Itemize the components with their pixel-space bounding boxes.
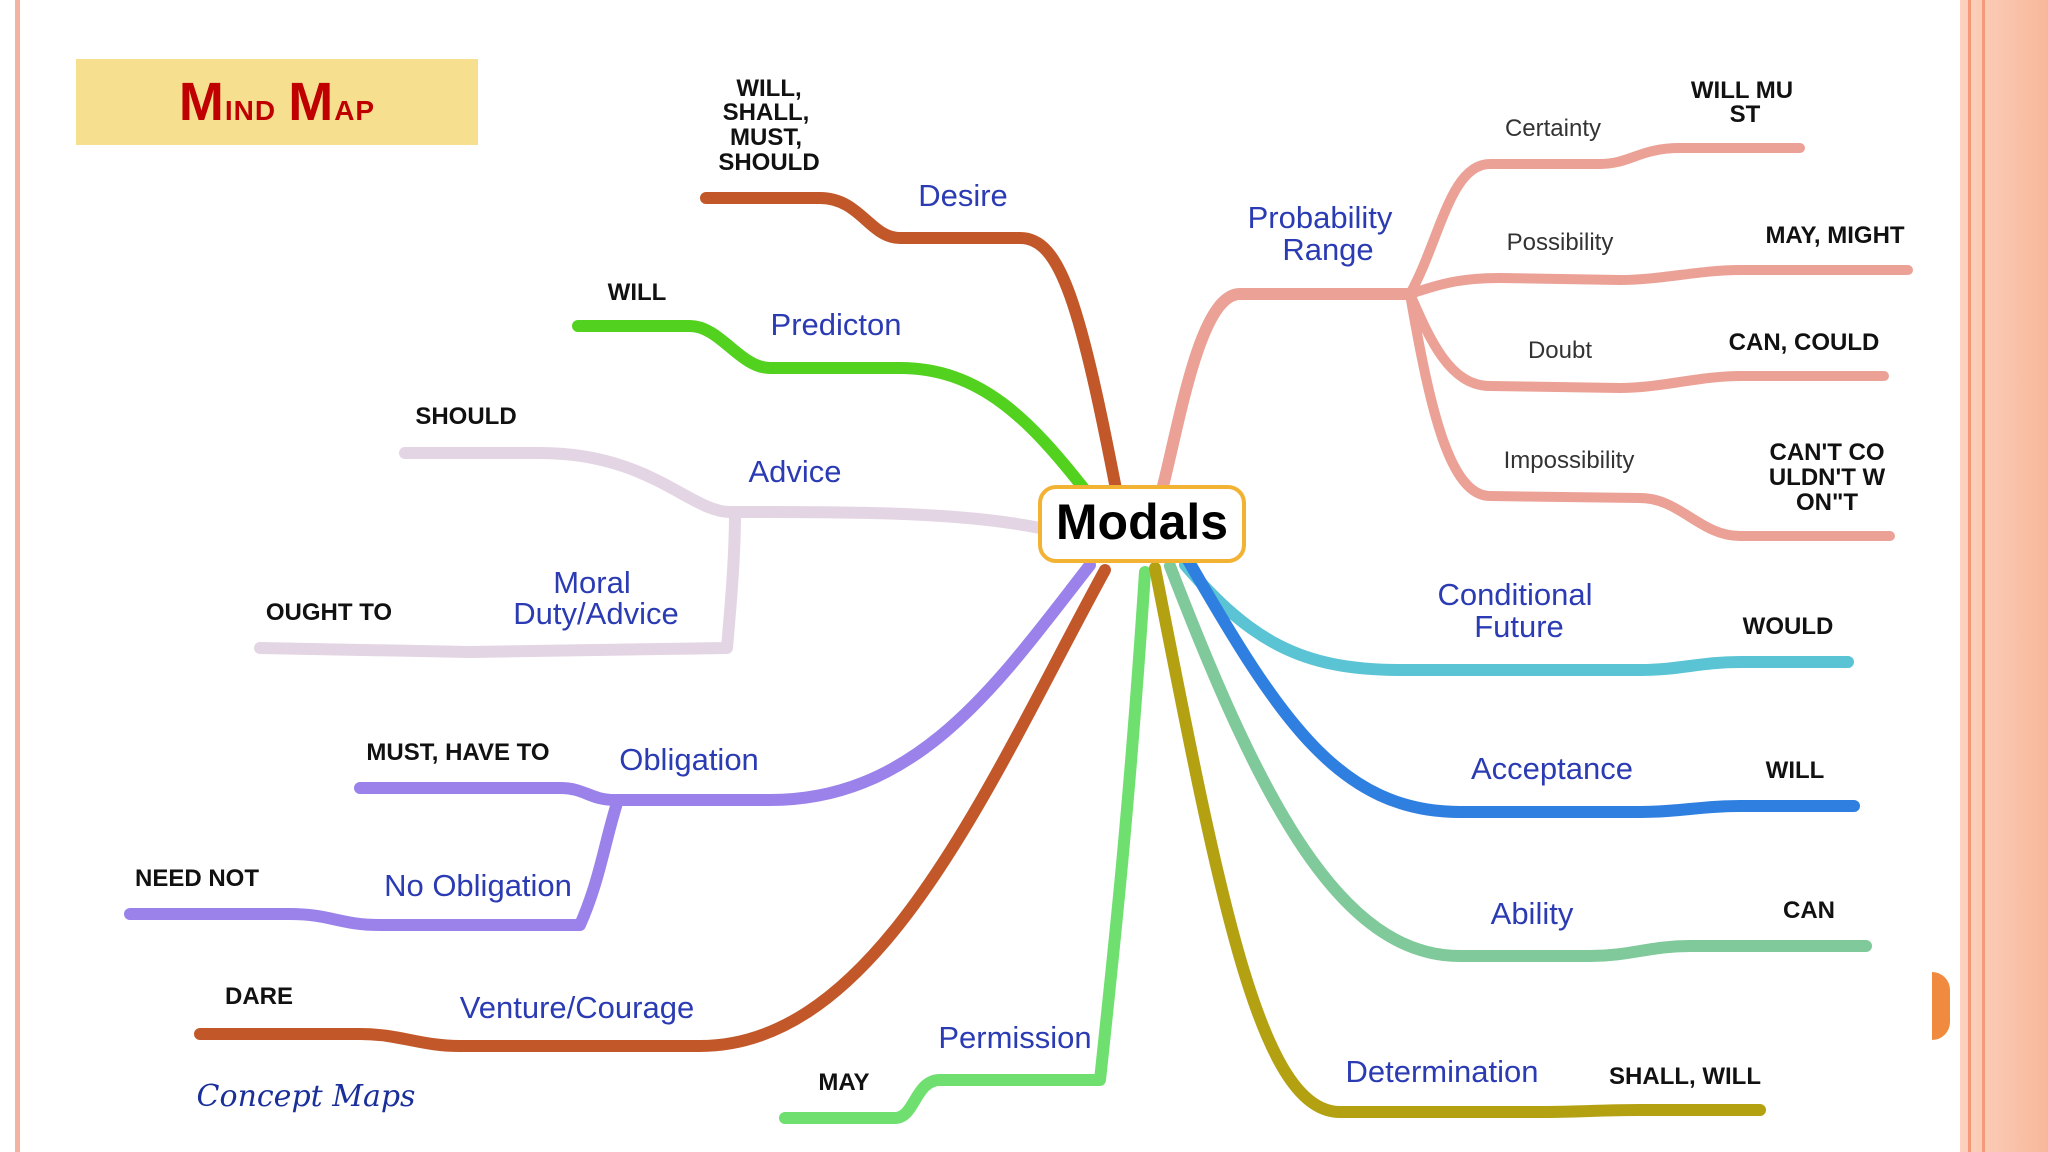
modal-moral: OUGHT TO <box>266 599 392 626</box>
modal-impossibility-line3: ON"T <box>1796 489 1858 516</box>
modal-venture: DARE <box>225 983 293 1010</box>
label-permission: Permission <box>938 1020 1091 1055</box>
branch-conditional <box>1179 559 1854 676</box>
label-venture: Venture/Courage <box>460 990 694 1025</box>
branch-ability <box>1164 560 1872 962</box>
label-determination: Determination <box>1346 1054 1539 1089</box>
label-prediction: Predicton <box>771 307 902 342</box>
modal-conditional: WOULD <box>1743 613 1834 640</box>
modal-prediction: WILL <box>608 279 667 306</box>
modal-ability: CAN <box>1783 897 1835 924</box>
modal-impossibility-line2: ULDN'T W <box>1769 464 1886 491</box>
modal-impossibility-line1: CAN'T CO <box>1769 439 1884 466</box>
branch-acceptance <box>1182 554 1860 818</box>
branch-prediction <box>572 320 1091 496</box>
modal-desire-line4: SHOULD <box>718 149 819 176</box>
branch-probability <box>1156 288 1416 496</box>
modal-possibility: MAY, MIGHT <box>1765 222 1904 249</box>
label-conditional-line1: Conditional <box>1437 577 1592 612</box>
label-probability-line2: Range <box>1282 232 1373 267</box>
modal-acceptance: WILL <box>1766 757 1825 784</box>
concept-maps-logo: Concept Maps <box>197 1079 416 1114</box>
label-obligation: Obligation <box>619 742 759 777</box>
slide-left-border <box>15 0 20 1152</box>
branch-obligation <box>354 559 1096 806</box>
modal-desire-line1: WILL, <box>736 75 801 102</box>
modal-obligation: MUST, HAVE TO <box>366 739 549 766</box>
label-probability-line1: Probability <box>1248 200 1393 235</box>
label-impossibility: Impossibility <box>1504 447 1635 474</box>
label-acceptance: Acceptance <box>1471 751 1633 786</box>
label-certainty: Certainty <box>1505 115 1601 142</box>
branch-no-obligation <box>124 794 624 931</box>
label-no-obligation: No Obligation <box>384 868 572 903</box>
modal-determination: SHALL, WILL <box>1609 1063 1761 1090</box>
next-slide-tab[interactable] <box>1932 972 1950 1040</box>
modal-no-obligation: NEED NOT <box>135 865 259 892</box>
branch-desire <box>700 192 1126 516</box>
slide-title-box: Mind Map <box>76 59 478 145</box>
branch-moral <box>254 506 741 658</box>
modal-desire-line2: SHALL, <box>723 99 810 126</box>
center-node: Modals <box>1038 485 1246 563</box>
branch-certainty <box>1405 143 1805 299</box>
modal-doubt: CAN, COULD <box>1729 329 1880 356</box>
modal-advice: SHOULD <box>415 403 516 430</box>
label-desire: Desire <box>918 178 1008 213</box>
label-moral-line1: Moral <box>553 565 631 600</box>
branch-venture <box>194 564 1111 1052</box>
center-label: Modals <box>1056 494 1228 550</box>
modal-certainty-line2: ST <box>1730 101 1761 128</box>
modal-certainty-line1: WILL MU <box>1691 77 1793 104</box>
modal-permission: MAY <box>818 1069 869 1096</box>
decor-stripe <box>1968 0 1971 1152</box>
label-advice: Advice <box>748 454 841 489</box>
label-moral-line2: Duty/Advice <box>513 596 678 631</box>
branch-possibility <box>1405 265 1913 299</box>
modal-desire-line3: MUST, <box>730 124 802 151</box>
decor-stripe <box>1982 0 1985 1152</box>
branch-advice <box>399 447 1046 534</box>
branch-doubt <box>1405 289 1889 393</box>
label-possibility: Possibility <box>1507 229 1614 256</box>
slide-title: Mind Map <box>178 72 376 132</box>
branch-impossibility <box>1405 289 1895 541</box>
slide-right-decoration <box>1960 0 2048 1152</box>
branch-permission <box>779 566 1151 1124</box>
label-conditional-line2: Future <box>1474 609 1564 644</box>
label-ability: Ability <box>1491 896 1574 931</box>
branch-determination <box>1149 562 1766 1118</box>
label-doubt: Doubt <box>1528 337 1592 364</box>
